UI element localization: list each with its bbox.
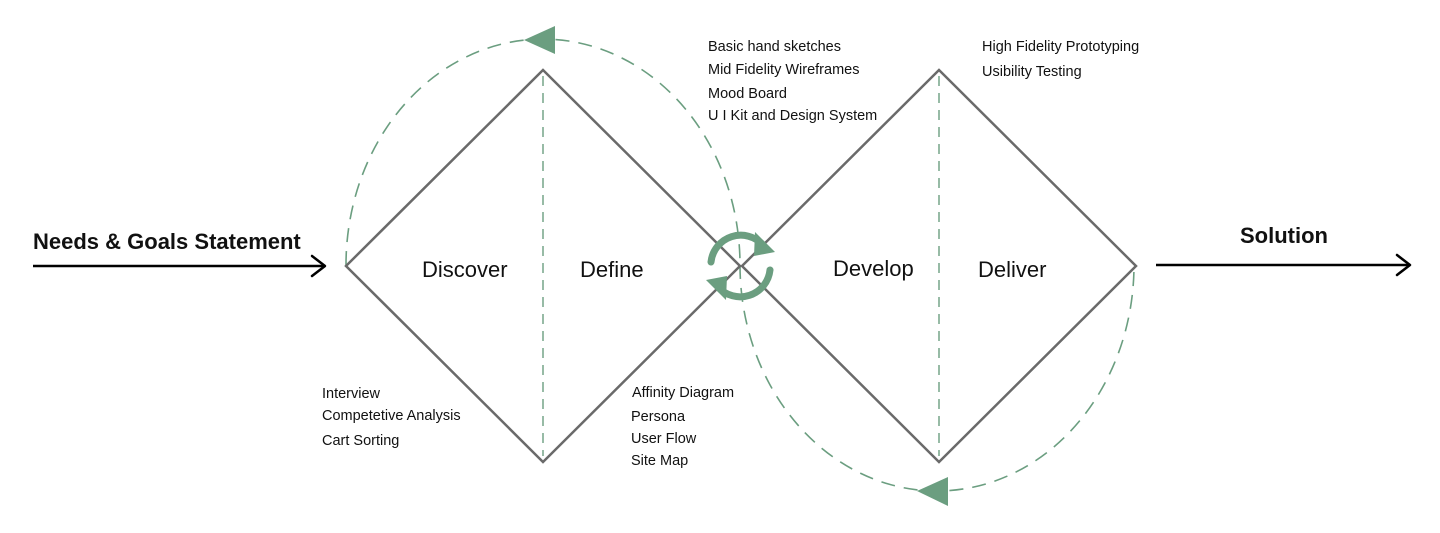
list-item: Competetive Analysis: [322, 408, 461, 424]
list-item: Mood Board: [708, 86, 787, 102]
diamond-discover-define: [344, 68, 742, 464]
list-item: High Fidelity Prototyping: [982, 39, 1140, 55]
list-item: Site Map: [631, 453, 689, 469]
phase-label-define: Define: [580, 257, 644, 282]
input-arrow: [33, 254, 327, 278]
list-item: Persona: [631, 409, 686, 425]
refresh-cycle-icon: [706, 231, 775, 301]
list-item: Basic hand sketches: [708, 39, 841, 55]
list-item: Cart Sorting: [322, 433, 400, 449]
phase-label-deliver: Deliver: [978, 257, 1047, 282]
list-item: U I Kit and Design System: [708, 108, 878, 124]
list-item: Interview: [322, 386, 381, 402]
triangle-arrow-bottom-icon: [917, 477, 948, 506]
phase-label-develop: Develop: [833, 256, 914, 281]
list-item: User Flow: [631, 431, 697, 447]
iteration-loop-right-arc: [739, 264, 1135, 492]
diamond-develop-deliver: [740, 68, 1138, 464]
list-item: Usibility Testing: [982, 64, 1082, 80]
input-label: Needs & Goals Statement: [33, 229, 301, 254]
output-arrow: [1156, 253, 1412, 277]
list-item: Affinity Diagram: [632, 385, 735, 401]
output-label: Solution: [1240, 223, 1328, 248]
triangle-arrow-top-icon: [524, 26, 555, 54]
phase-label-discover: Discover: [422, 257, 508, 282]
list-item: Mid Fidelity Wireframes: [708, 62, 860, 78]
